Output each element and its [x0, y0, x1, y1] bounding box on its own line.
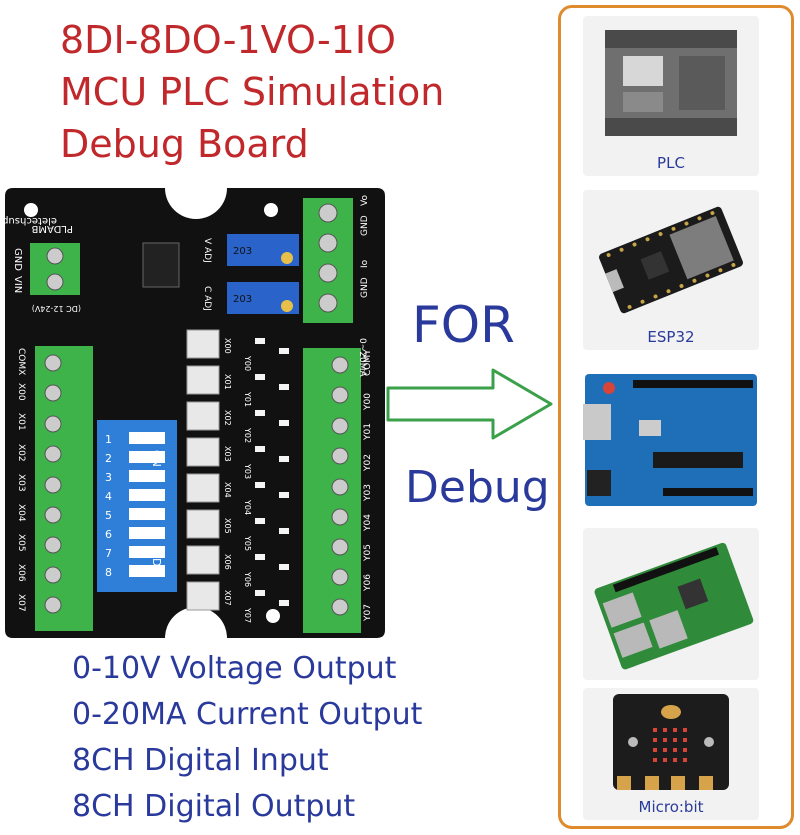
dip-number: 2: [105, 452, 112, 465]
analog-pin-label: GND: [360, 277, 370, 298]
board-dip-on: ON: [150, 450, 163, 467]
dip-number: 7: [105, 547, 112, 560]
title-line-1: 8DI-8DO-1VO-1IO: [60, 18, 396, 62]
device-card-arduino: [583, 366, 759, 514]
raspberry-pi-icon: [594, 542, 754, 670]
feature-digital-input: 8CH Digital Input: [72, 743, 329, 778]
dip-number: 4: [105, 490, 112, 503]
board-power-pin-vin: VIN: [12, 276, 23, 293]
dip-number: 6: [105, 528, 112, 541]
output-pin-label: Y04: [363, 514, 373, 532]
board-x-led-labels: X00 X01 X02 X03 X04 X05 X06 X07: [223, 338, 232, 606]
arduino-board-icon: [583, 374, 757, 506]
analog-pin-label: Vo: [360, 195, 370, 206]
x-led-label: X07: [223, 590, 232, 606]
output-pin-label: Y00: [363, 393, 373, 411]
input-pin-label: COMX: [16, 348, 26, 375]
y-led-label: Y07: [243, 607, 252, 623]
device-card-microbit: Micro:bit: [583, 688, 759, 820]
debug-label: Debug: [405, 462, 550, 513]
esp32-board-icon: [599, 206, 743, 314]
output-pin-label: Y05: [363, 544, 373, 562]
output-pin-label: Y07: [363, 604, 373, 622]
board-output-pin-labels: COMY Y00 Y01 Y02 Y03 Y04 Y05 Y06 Y07: [363, 349, 373, 622]
device-label-plc: PLC: [657, 154, 685, 172]
input-pin-label: X04: [16, 504, 26, 522]
analog-pin-label: Io: [360, 259, 370, 268]
output-pin-label: Y03: [363, 484, 373, 502]
output-pin-label: Y02: [363, 454, 373, 472]
board-power-note: (DC 12-24V): [32, 304, 81, 313]
board-power-pin-gnd: GND: [12, 248, 23, 271]
compatible-devices-panel: PLC ESP32: [558, 5, 794, 829]
output-pin-label: Y01: [363, 423, 373, 441]
device-card-plc: PLC: [583, 16, 759, 176]
dip-number: 5: [105, 509, 112, 522]
x-led-label: X02: [223, 410, 232, 426]
right-arrow-icon: [386, 368, 553, 440]
x-led-label: X01: [223, 374, 232, 390]
board-model-text: PLDAMB: [31, 223, 73, 234]
board-range-label: 0~20MA: [357, 338, 367, 377]
product-title: 8DI-8DO-1VO-1IO MCU PLC Simulation Debug…: [60, 14, 444, 170]
y-led-label: Y05: [243, 535, 252, 551]
input-pin-label: X01: [16, 413, 26, 431]
device-label-microbit: Micro:bit: [638, 798, 704, 816]
debug-board-image: eletechsup PLDAMB GND VIN (DC 12-24V) 0~…: [5, 188, 385, 638]
x-led-label: X03: [223, 446, 232, 462]
x-led-label: X00: [223, 338, 232, 354]
dip-number: 3: [105, 471, 112, 484]
board-cadj-label: C ADJ: [202, 286, 212, 311]
device-card-raspberry-pi: [583, 528, 759, 680]
for-label: FOR: [412, 296, 515, 354]
dip-number: 1: [105, 433, 112, 446]
device-label-esp32: ESP32: [647, 328, 695, 346]
input-pin-label: X00: [16, 383, 26, 401]
y-led-label: Y01: [243, 391, 252, 407]
input-pin-label: X03: [16, 474, 26, 492]
board-analog-pin-labels: Vo GND Io GND: [360, 195, 370, 298]
board-pot-2-label: 203: [233, 294, 252, 305]
feature-voltage-output: 0-10V Voltage Output: [72, 651, 397, 686]
plc-icon: [605, 30, 737, 136]
title-line-3: Debug Board: [60, 122, 309, 166]
y-led-label: Y00: [243, 355, 252, 371]
dip-number: 8: [105, 566, 112, 579]
board-brand-text: eletechsup: [5, 215, 57, 226]
x-led-label: X06: [223, 554, 232, 570]
feature-digital-output: 8CH Digital Output: [72, 789, 356, 824]
board-input-pin-labels: COMX X00 X01 X02 X03 X04 X05 X06 X07: [16, 348, 26, 612]
input-pin-label: X06: [16, 564, 26, 582]
title-line-2: MCU PLC Simulation: [60, 70, 445, 114]
y-led-label: Y02: [243, 427, 252, 443]
analog-pin-label: GND: [360, 215, 370, 236]
y-led-label: Y03: [243, 463, 252, 479]
y-led-label: Y04: [243, 499, 252, 515]
board-pot-1-label: 203: [233, 246, 252, 257]
y-led-label: Y06: [243, 571, 252, 587]
feature-list: 0-10V Voltage Output 0-20MA Current Outp…: [72, 646, 422, 830]
board-y-led-labels: Y00 Y01 Y02 Y03 Y04 Y05 Y06 Y07: [243, 355, 252, 623]
input-pin-label: X07: [16, 594, 26, 612]
feature-current-output: 0-20MA Current Output: [72, 697, 423, 732]
microbit-icon: [613, 694, 729, 790]
board-dip-label: DIP: [150, 558, 163, 577]
board-dip-numbers: 1 2 3 4 5 6 7 8: [105, 433, 112, 579]
x-led-label: X05: [223, 518, 232, 534]
x-led-label: X04: [223, 482, 232, 498]
device-card-esp32: ESP32: [583, 190, 759, 350]
output-pin-label: Y06: [363, 574, 373, 592]
output-pin-label: COMY: [363, 349, 373, 376]
board-vadj-label: V ADJ: [202, 238, 212, 263]
input-pin-label: X02: [16, 444, 26, 462]
input-pin-label: X05: [16, 534, 26, 552]
